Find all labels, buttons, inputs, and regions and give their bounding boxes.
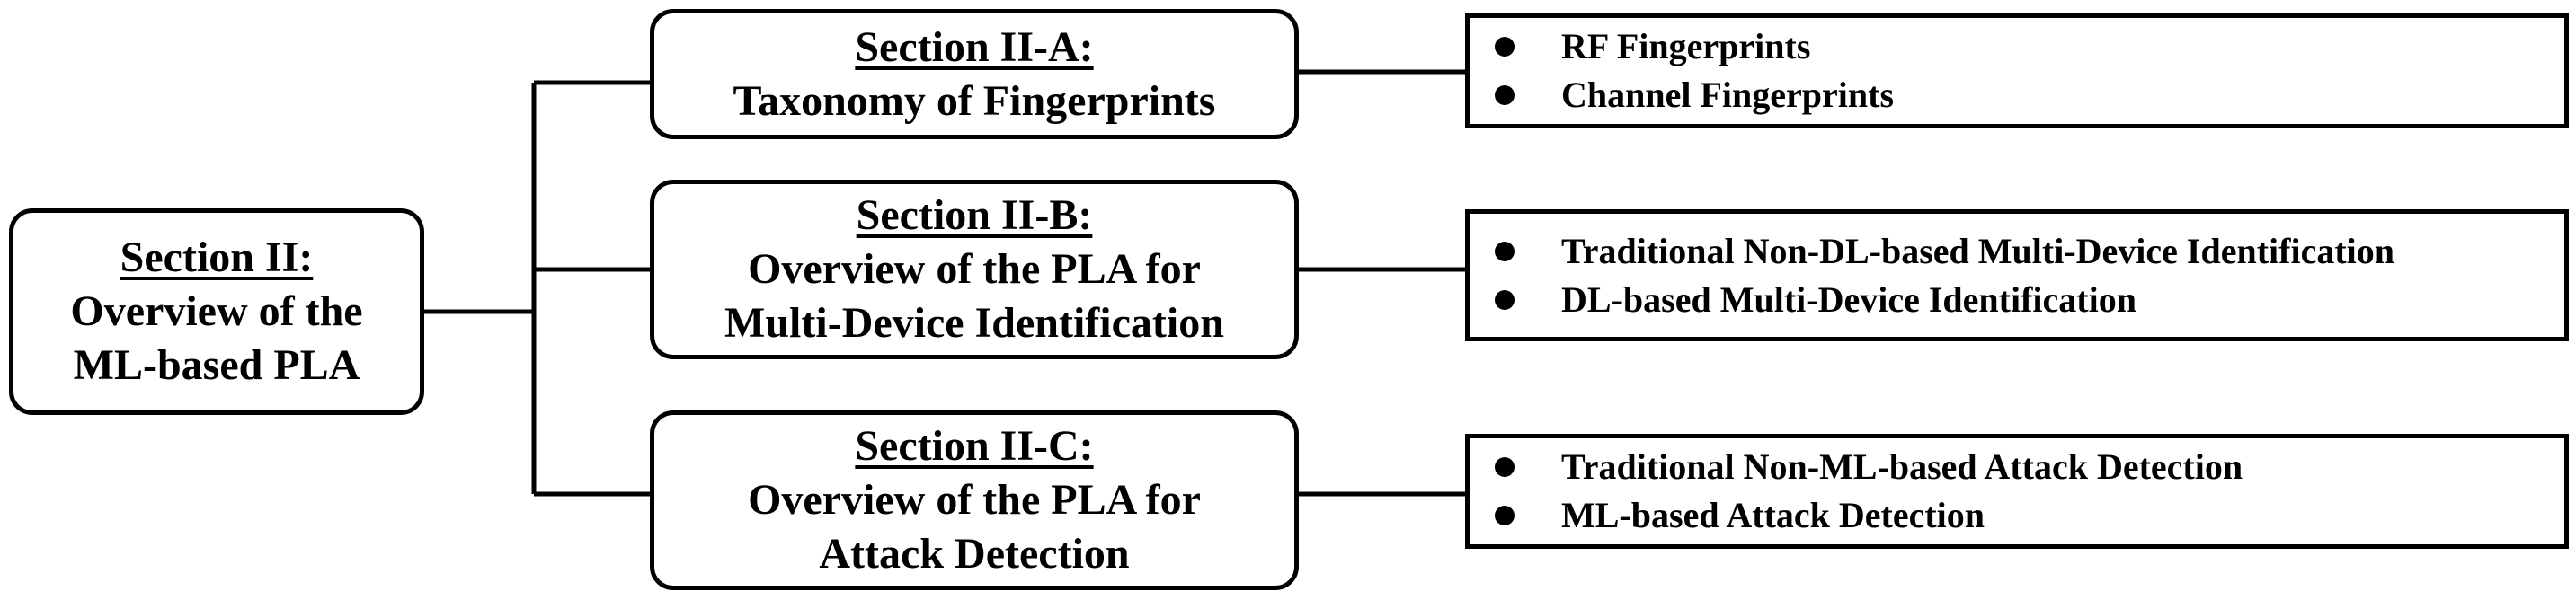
- section-ii-b-topic-list: Traditional Non-DL-based Multi-Device Id…: [1465, 209, 2569, 341]
- list-item: Traditional Non-DL-based Multi-Device Id…: [1495, 227, 2564, 276]
- root-heading: Section II:: [120, 234, 314, 281]
- list-item: Channel Fingerprints: [1495, 71, 2564, 119]
- bullet-icon: [1495, 37, 1515, 57]
- list-item-label: Traditional Non-DL-based Multi-Device Id…: [1561, 230, 2395, 271]
- list-item-label: DL-based Multi-Device Identification: [1561, 278, 2136, 320]
- root-title-line-1: Overview of the: [70, 287, 363, 335]
- section-ii-c-title-line-1: Overview of the PLA for: [748, 476, 1201, 524]
- bullet-icon: [1495, 506, 1515, 525]
- bullet-icon: [1495, 289, 1515, 310]
- section-ii-b-title-line-1: Overview of the PLA for: [748, 245, 1201, 293]
- bullet-icon: [1495, 457, 1515, 477]
- list-item: RF Fingerprints: [1495, 22, 2564, 71]
- list-item-label: Traditional Non-ML-based Attack Detectio…: [1561, 446, 2243, 487]
- section-ii-c-title-line-2: Attack Detection: [819, 530, 1130, 578]
- root-node-section-ii: Section II: Overview of the ML-based PLA: [9, 208, 424, 415]
- list-item: ML-based Attack Detection: [1495, 491, 2564, 540]
- list-item: DL-based Multi-Device Identification: [1495, 276, 2564, 324]
- list-item: Traditional Non-ML-based Attack Detectio…: [1495, 443, 2564, 491]
- section-ii-a-heading: Section II-A:: [855, 22, 1094, 71]
- section-ii-b-title-line-2: Multi-Device Identification: [724, 299, 1224, 347]
- list-item-label: RF Fingerprints: [1561, 26, 1811, 66]
- section-ii-c-heading: Section II-C:: [855, 422, 1094, 470]
- section-ii-c-topic-list: Traditional Non-ML-based Attack Detectio…: [1465, 434, 2569, 549]
- list-item-label: Channel Fingerprints: [1561, 75, 1895, 115]
- section-ii-a-node: Section II-A: Taxonomy of Fingerprints: [650, 9, 1299, 139]
- root-title-line-2: ML-based PLA: [73, 341, 360, 389]
- list-item-label: ML-based Attack Detection: [1561, 495, 1985, 535]
- section-ii-a-title: Taxonomy of Fingerprints: [733, 76, 1216, 125]
- section-ii-b-node: Section II-B: Overview of the PLA for Mu…: [650, 180, 1299, 359]
- bullet-icon: [1495, 241, 1515, 261]
- section-ii-b-heading: Section II-B:: [856, 191, 1093, 239]
- section-ii-c-node: Section II-C: Overview of the PLA for At…: [650, 410, 1299, 590]
- section-ii-a-topic-list: RF Fingerprints Channel Fingerprints: [1465, 13, 2569, 128]
- bullet-icon: [1495, 85, 1515, 105]
